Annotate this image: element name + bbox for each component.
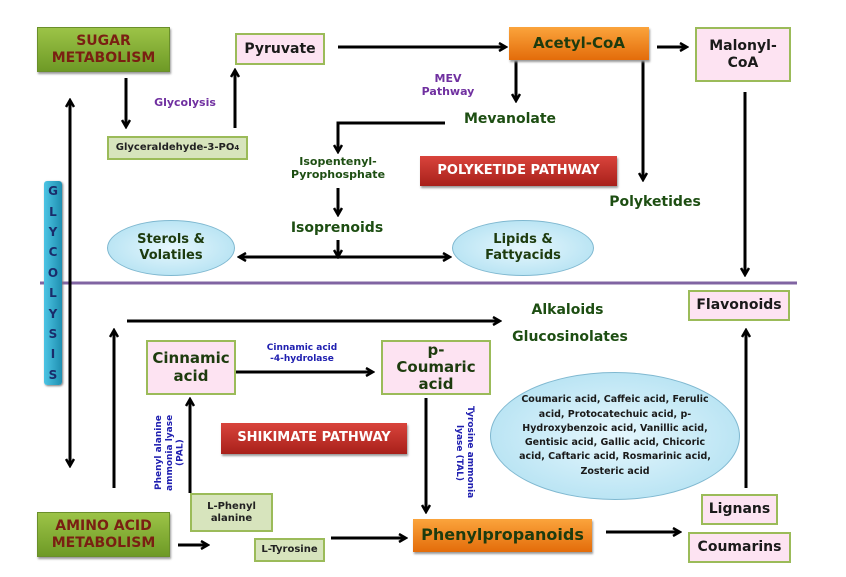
p-coumaric-acid-box: p-Coumaric acid: [381, 340, 491, 395]
arrow-mevanolate-isopentenyl: [338, 121, 445, 152]
mevanolate-label: Mevanolate: [463, 111, 557, 127]
alkaloids-label: Alkaloids: [531, 302, 604, 318]
l-tyrosine-box: L-Tyrosine: [254, 538, 325, 562]
glycolysis-letter: S: [48, 326, 58, 341]
malonyl-coa-box: Malonyl-CoA: [695, 27, 791, 82]
amino-acid-metabolism-box: AMINO ACID METABOLISM: [37, 512, 170, 557]
polyketide-pathway-box: POLYKETIDE PATHWAY: [420, 156, 617, 186]
acetyl-coa-box: Acetyl-CoA: [509, 27, 649, 60]
phenylpropanoids-box: Phenylpropanoids: [413, 519, 592, 552]
glycolysis-letter: C: [48, 245, 58, 260]
cinnamic-acid-box: Cinnamic acid: [146, 340, 236, 395]
flavonoids-box: Flavonoids: [688, 290, 790, 321]
lignans-box: Lignans: [701, 494, 778, 525]
sugar-metabolism-box: SUGAR METABOLISM: [37, 27, 170, 72]
glycolysis-letter: G: [48, 184, 58, 199]
pyruvate-box: Pyruvate: [235, 33, 325, 65]
glycolysis-letter: O: [47, 265, 59, 280]
shikimate-pathway-box: SHIKIMATE PATHWAY: [221, 423, 407, 454]
isoprenoids-label: Isoprenoids: [290, 220, 384, 236]
glycolysis-letter: I: [50, 347, 56, 362]
glyceraldehyde-subscript: 4: [234, 143, 240, 152]
glycolysis-label: Glycolysis: [154, 96, 216, 109]
c4h-label: Cinnamic acid -4-hydrolase: [266, 343, 338, 364]
lipids-ellipse: Lipids & Fattyacids: [452, 220, 594, 276]
glyceraldehyde-label: Glyceraldehyde-3-PO: [115, 142, 235, 154]
tal-label: Tyrosine ammonia lyase (TAL): [454, 406, 475, 499]
glucosinolates-label: Glucosinolates: [512, 329, 628, 345]
pal-label: Phenyl alanine ammonia lyase (PAL): [154, 414, 186, 491]
glycolysis-letter: Y: [48, 224, 58, 239]
glycolysis-letter: L: [49, 204, 57, 219]
glycolysis-letter: Y: [48, 306, 58, 321]
glycolysis-letter: S: [48, 367, 58, 382]
mev-pathway-label: MEV Pathway: [421, 72, 475, 99]
glycolysis-vertical-bar: G L Y C O L Y S I S: [44, 181, 62, 385]
coumarins-box: Coumarins: [688, 532, 791, 563]
phenolic-acids-ellipse: Coumaric acid, Caffeic acid, Ferulic aci…: [490, 372, 740, 500]
sterols-ellipse: Sterols & Volatiles: [107, 220, 235, 276]
isopentenyl-label: Isopentenyl-Pyrophosphate: [290, 155, 386, 182]
glycolysis-letter: L: [49, 286, 57, 301]
polyketides-label: Polyketides: [609, 194, 701, 210]
l-phenylalanine-box: L-Phenyl alanine: [190, 493, 273, 532]
